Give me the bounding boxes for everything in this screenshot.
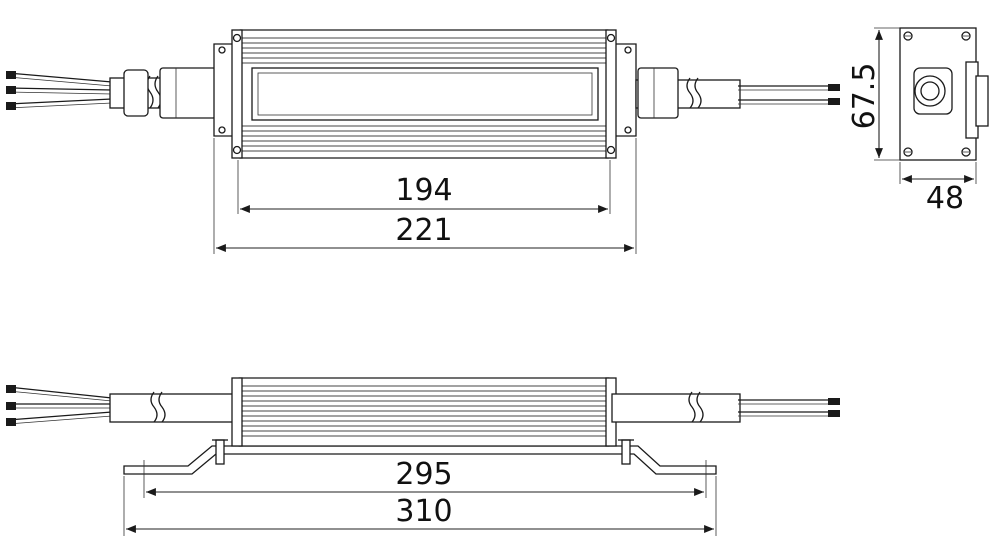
dim-67-5-label: 67.5 bbox=[847, 63, 882, 130]
top-body bbox=[231, 29, 617, 159]
dim-48-label: 48 bbox=[926, 181, 964, 216]
side-left-wires bbox=[6, 385, 113, 426]
side-body bbox=[231, 377, 617, 447]
dim-67-5: 67.5 bbox=[847, 27, 900, 161]
dim-194-label: 194 bbox=[395, 173, 452, 208]
top-left-wires bbox=[6, 71, 113, 110]
side-mounting-plate bbox=[123, 439, 717, 475]
dim-310-label: 310 bbox=[395, 494, 452, 529]
top-view: 194 221 bbox=[6, 29, 840, 254]
side-right-cable bbox=[611, 391, 840, 423]
end-view: 67.5 48 bbox=[847, 27, 989, 216]
dim-310: 310 bbox=[123, 476, 717, 536]
top-right-cable bbox=[635, 67, 840, 119]
dim-221-label: 221 bbox=[395, 213, 452, 248]
dim-221: 221 bbox=[213, 138, 637, 254]
side-left-cable bbox=[109, 391, 239, 423]
dim-48: 48 bbox=[899, 162, 977, 216]
dim-194: 194 bbox=[237, 160, 611, 214]
dim-295-label: 295 bbox=[395, 457, 452, 492]
dim-295: 295 bbox=[143, 457, 707, 498]
side-view: 295 310 bbox=[6, 377, 840, 536]
